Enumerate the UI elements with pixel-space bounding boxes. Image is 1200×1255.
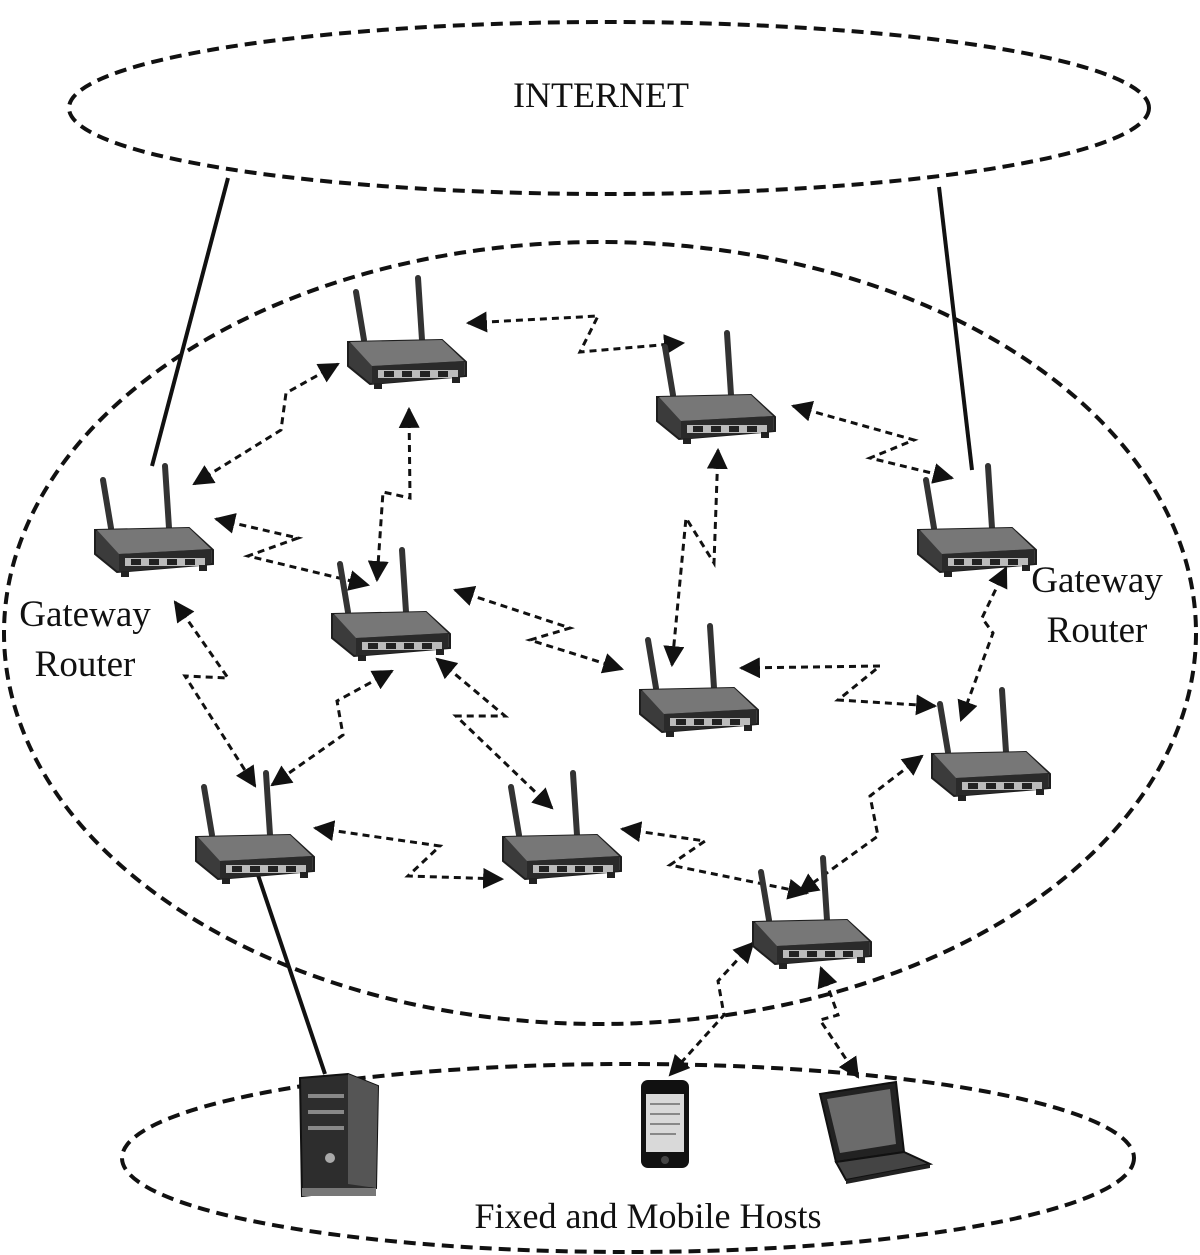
gateway-router-right-label-line2: Router	[1047, 610, 1148, 651]
wireless-link	[465, 311, 686, 356]
gateway-router-left-label-line1: Gateway	[19, 594, 151, 635]
wireless-link	[817, 966, 860, 1079]
wireless-router-icon	[753, 858, 871, 969]
wireless-link	[957, 566, 1008, 722]
wireless-link	[270, 669, 394, 787]
smartphone-icon	[641, 1080, 689, 1168]
wireless-link	[738, 657, 938, 716]
wireless-link	[790, 401, 955, 484]
wireless-link	[435, 657, 554, 810]
wired-link-left-gateway	[150, 177, 230, 467]
gateway-router-left-label-line2: Router	[35, 644, 136, 685]
wireless-router-icon	[932, 690, 1050, 801]
wireless-link	[312, 820, 505, 889]
hosts-label: Fixed and Mobile Hosts	[475, 1196, 822, 1236]
wireless-router-icon	[503, 773, 621, 884]
wireless-router-icon	[657, 333, 775, 444]
wireless-router-icon	[196, 773, 314, 884]
wireless-router-icon	[918, 466, 1036, 577]
wireless-link	[797, 754, 924, 895]
wireless-link	[619, 821, 810, 900]
wireless-link	[453, 585, 625, 674]
wireless-link	[192, 362, 340, 486]
wireless-router-icon	[640, 626, 758, 737]
laptop-icon	[818, 1080, 934, 1184]
wireless-link	[173, 600, 257, 788]
wireless-router-icon	[332, 550, 450, 661]
wireless-link	[668, 941, 755, 1077]
internet-cloud	[67, 20, 1151, 196]
wired-link-server	[256, 874, 327, 1075]
server-tower-icon	[298, 1072, 380, 1198]
gateway-router-right-label-line1: Gateway	[1031, 560, 1163, 601]
mesh-network-boundary	[2, 240, 1198, 1026]
wired-link-right-gateway	[937, 186, 974, 471]
wireless-router-icon	[348, 278, 466, 389]
hosts-region	[120, 1062, 1136, 1254]
wireless-link	[213, 513, 371, 591]
internet-label: INTERNET	[513, 75, 689, 115]
wireless-link	[367, 406, 420, 583]
